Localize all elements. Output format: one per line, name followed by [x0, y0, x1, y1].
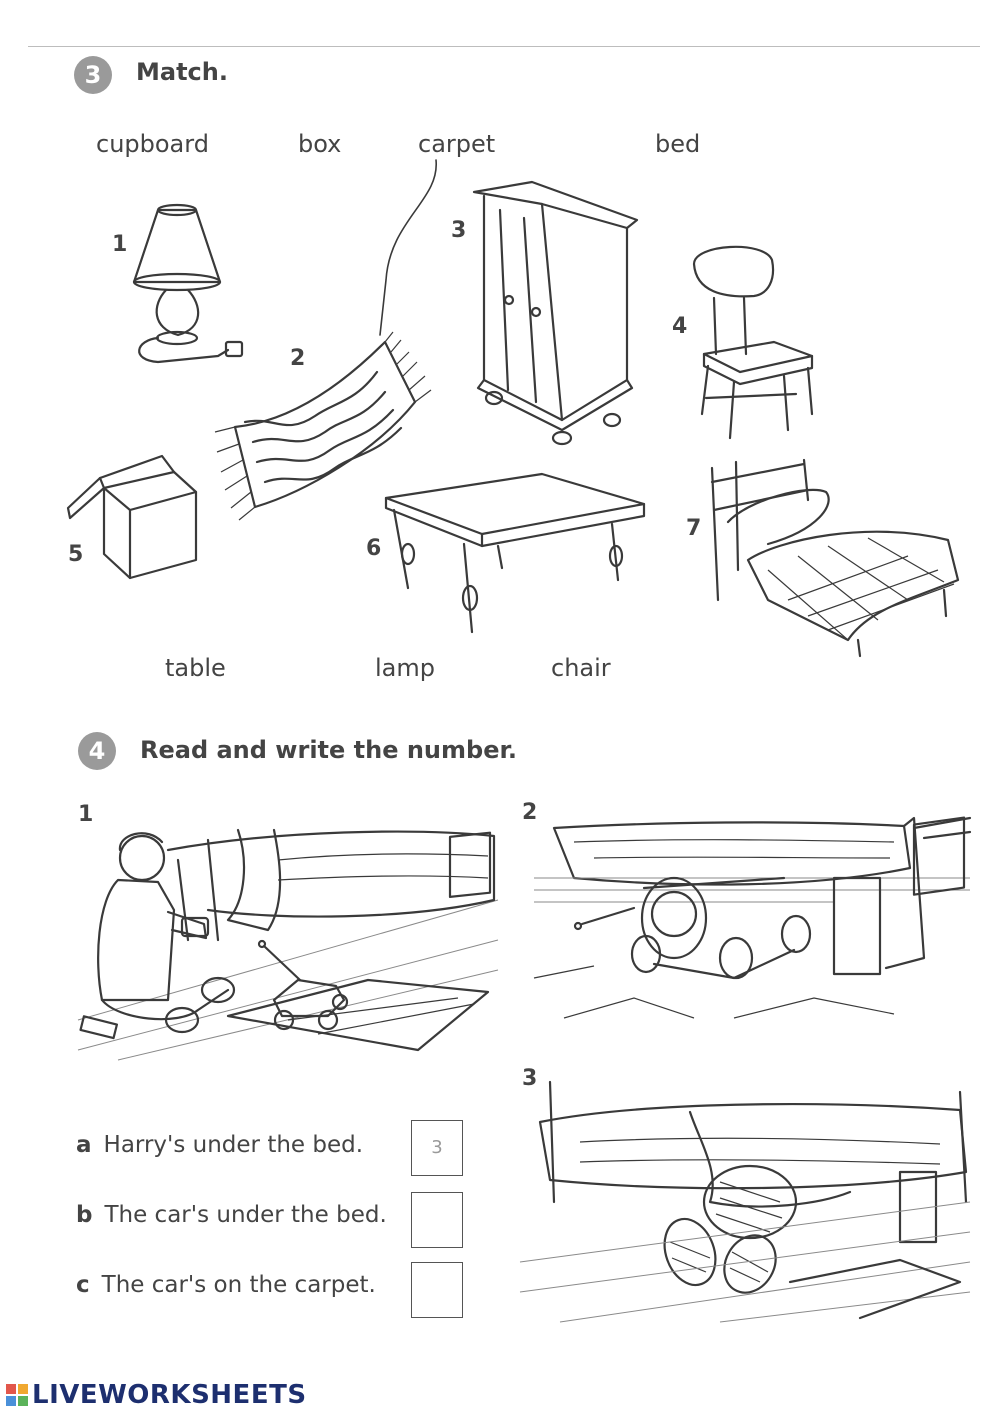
- picture-3-boy-under-bed: [519, 1080, 971, 1323]
- item-number-7: 7: [686, 516, 702, 541]
- picture-number-1: 1: [78, 802, 94, 827]
- liveworksheets-logo-text[interactable]: LIVEWORKSHEETS: [32, 1380, 307, 1410]
- exercise-3-badge: 3: [74, 56, 112, 94]
- picture-2-car-under-bed: [533, 816, 972, 1019]
- item-number-5: 5: [68, 542, 84, 567]
- word-cupboard: cupboard: [96, 130, 209, 158]
- word-lamp: lamp: [375, 654, 435, 682]
- item-number-2: 2: [290, 346, 306, 371]
- sentence-b: b The car's under the bed.: [76, 1202, 387, 1228]
- top-rule: [28, 46, 980, 47]
- answer-box-b[interactable]: [411, 1192, 463, 1248]
- bed-illustration: [710, 458, 960, 658]
- word-table: table: [165, 654, 226, 682]
- word-carpet: carpet: [418, 130, 496, 158]
- sentence-a-letter: a: [76, 1132, 92, 1158]
- word-box: box: [298, 130, 342, 158]
- exercise-4-title: Read and write the number.: [140, 736, 518, 764]
- sentence-c-letter: c: [76, 1272, 90, 1298]
- word-chair: chair: [551, 654, 611, 682]
- item-number-1: 1: [112, 232, 128, 257]
- picture-number-3: 3: [522, 1066, 538, 1091]
- picture-1-boy-with-toy-car: [77, 828, 499, 1061]
- carpet-illustration: [214, 331, 432, 521]
- sentence-b-letter: b: [76, 1202, 93, 1228]
- sentence-c: c The car's on the carpet.: [76, 1272, 376, 1298]
- sentence-b-text: The car's under the bed.: [104, 1202, 387, 1228]
- box-illustration: [66, 454, 198, 580]
- chair-illustration: [692, 245, 814, 440]
- answer-box-c[interactable]: [411, 1262, 463, 1318]
- sentence-a-text: Harry's under the bed.: [103, 1132, 364, 1158]
- sentence-a: a Harry's under the bed.: [76, 1132, 363, 1158]
- liveworksheets-logo-icon: [6, 1384, 28, 1406]
- item-number-3: 3: [451, 218, 467, 243]
- carpet-match-line: [379, 159, 437, 336]
- sentence-c-text: The car's on the carpet.: [101, 1272, 376, 1298]
- table-illustration: [384, 472, 646, 634]
- picture-number-2: 2: [522, 800, 538, 825]
- lamp-illustration: [132, 203, 244, 364]
- item-number-4: 4: [672, 314, 688, 339]
- word-bed: bed: [655, 130, 701, 158]
- exercise-4-badge: 4: [78, 732, 116, 770]
- item-number-6: 6: [366, 536, 382, 561]
- exercise-3-title: Match.: [136, 58, 228, 86]
- answer-box-a[interactable]: 3: [411, 1120, 463, 1176]
- cupboard-illustration: [472, 180, 639, 446]
